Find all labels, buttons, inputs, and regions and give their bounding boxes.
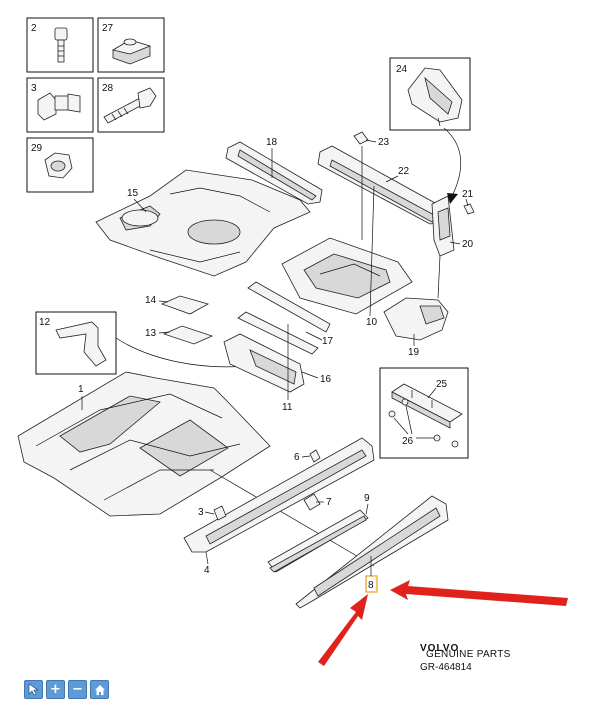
- home-button[interactable]: [90, 680, 109, 699]
- part-number-11: 11: [282, 402, 293, 413]
- part-number-20: 20: [462, 239, 474, 250]
- part-number-15: 15: [127, 188, 139, 199]
- part-1-main-floor[interactable]: 1: [17, 371, 375, 567]
- part-number-1: 1: [78, 384, 84, 395]
- part-number-12: 12: [39, 317, 51, 328]
- part-number-22: 22: [398, 166, 410, 177]
- part-number-28: 28: [102, 83, 114, 94]
- red-arrow-down: [318, 594, 368, 666]
- part-number-19: 19: [408, 347, 420, 358]
- arrowhead-24: [447, 193, 458, 204]
- part-number-2: 2: [31, 23, 37, 34]
- part-number-26: 26: [402, 436, 414, 447]
- part-16-member[interactable]: 16: [223, 333, 332, 393]
- part-number-7: 7: [326, 497, 332, 508]
- red-arrow-right: [390, 580, 568, 606]
- part-number-3: 3: [31, 83, 37, 94]
- home-icon: [94, 684, 105, 695]
- part-number-14: 14: [145, 295, 157, 306]
- part-13-plate[interactable]: 13: [145, 325, 214, 345]
- part-number-27: 27: [102, 23, 114, 34]
- curved-arrow-12: [115, 337, 249, 368]
- part-19-bracket[interactable]: 19: [383, 255, 449, 358]
- inset-part-24[interactable]: 24: [389, 57, 471, 131]
- part-3-clip[interactable]: 3: [198, 505, 227, 521]
- part-23-bracket[interactable]: 23: [353, 131, 390, 240]
- brand-subtitle: GENUINE PARTS: [426, 649, 511, 660]
- inset-part-3[interactable]: 3: [26, 77, 94, 133]
- part-21-clip[interactable]: 21: [462, 189, 475, 215]
- viewer-toolbar: + −: [24, 680, 109, 699]
- part-number-24: 24: [396, 64, 408, 75]
- part-number-18: 18: [266, 137, 278, 148]
- inset-part-2[interactable]: 2: [26, 17, 94, 73]
- select-button[interactable]: [24, 680, 43, 699]
- part-number-29: 29: [31, 143, 43, 154]
- part-8-highlight: [365, 575, 378, 593]
- inset-part-27[interactable]: 27: [97, 17, 165, 73]
- diagram-reference: GR-464814: [420, 662, 472, 673]
- zoom-in-button[interactable]: +: [46, 680, 65, 699]
- part-6-clip[interactable]: 6: [294, 449, 321, 463]
- part-number-9: 9: [364, 493, 370, 504]
- part-20-bracket[interactable]: 20: [431, 195, 474, 257]
- part-number-3-body: 3: [198, 507, 204, 518]
- part-14-plate[interactable]: 14: [145, 295, 210, 315]
- inset-part-12[interactable]: 12: [35, 311, 117, 375]
- part-number-25: 25: [436, 379, 448, 390]
- part-7-bracket[interactable]: 7: [303, 493, 332, 511]
- brand-logo-text: VOLVO: [420, 643, 459, 654]
- inset-part-29[interactable]: 29: [26, 137, 94, 193]
- zoom-out-button[interactable]: −: [68, 680, 87, 699]
- part-18-crossmember[interactable]: 18: [225, 137, 323, 205]
- part-8-outer-sill[interactable]: 8: [295, 495, 449, 609]
- part-number-16: 16: [320, 374, 332, 385]
- part-number-21: 21: [462, 189, 474, 200]
- cursor-icon: [28, 683, 39, 696]
- part-4-sill[interactable]: 4: [183, 437, 375, 576]
- zoom-in-icon: +: [50, 682, 61, 697]
- zoom-out-icon: −: [72, 682, 83, 697]
- part-10-spare-well[interactable]: 10: [281, 185, 413, 328]
- part-17-rail[interactable]: 17: [237, 281, 334, 355]
- part-number-23: 23: [378, 137, 390, 148]
- inset-part-25-26[interactable]: 25 26: [379, 367, 469, 459]
- part-22-rear-crossmember[interactable]: 22: [317, 145, 445, 225]
- part-number-8: 8: [368, 580, 374, 591]
- part-number-13: 13: [145, 328, 157, 339]
- part-number-17: 17: [322, 336, 334, 347]
- curved-arrow-24: [443, 127, 462, 197]
- inset-part-28[interactable]: 28: [97, 77, 165, 133]
- part-number-10: 10: [366, 317, 378, 328]
- part-number-6: 6: [294, 452, 300, 463]
- part-9-reinforcement[interactable]: 9: [267, 493, 370, 573]
- part-15-rear-floor[interactable]: 15: [95, 169, 311, 277]
- part-number-4: 4: [204, 565, 210, 576]
